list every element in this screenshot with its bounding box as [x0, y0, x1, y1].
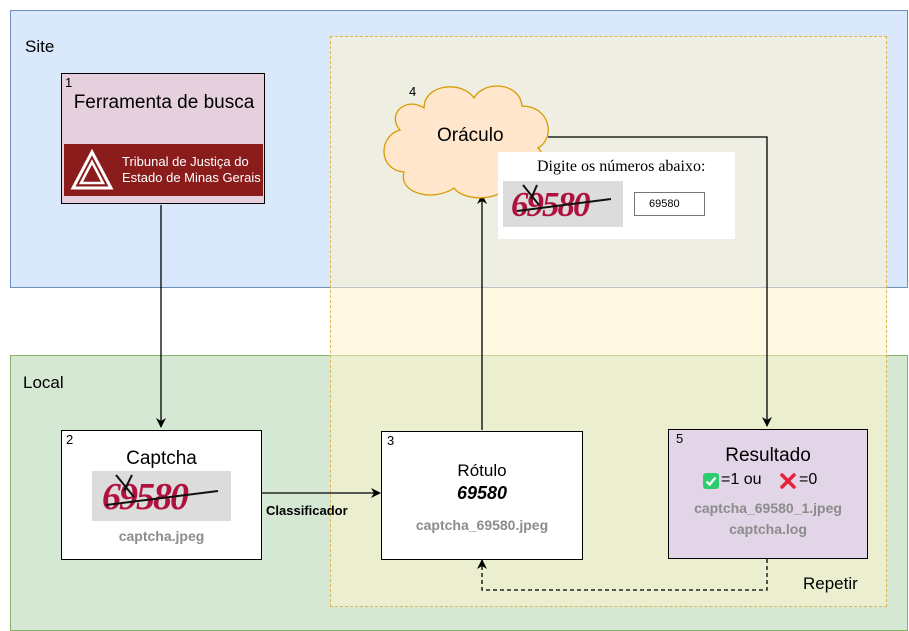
edge-label-classifier: Classificador	[266, 503, 348, 518]
node-captcha: 2 Captcha 69580 captcha.jpeg	[61, 430, 262, 560]
local-label: Local	[23, 373, 64, 392]
tj-triangle-icon	[70, 149, 114, 190]
captcha-file: captcha.jpeg	[118, 528, 205, 544]
tj-logo-text: Tribunal de Justiça do Estado de Minas G…	[122, 154, 261, 186]
node-title: Ferramenta de busca	[73, 92, 255, 113]
node-number: 2	[66, 432, 74, 447]
node-label: 3 Rótulo 69580 captcha_69580.jpeg	[381, 431, 583, 560]
site-label: Site	[25, 37, 55, 56]
node-number: 1	[65, 75, 73, 90]
formula-cross-text: =0	[799, 471, 818, 488]
node-result: 5 Resultado =1 ou =0 captcha_69580_1.jpe…	[668, 429, 868, 559]
captcha-image-text: 69580	[511, 185, 590, 224]
cross-icon	[780, 473, 796, 489]
captcha-strike-icon	[105, 474, 219, 506]
result-file-log: captcha.log	[729, 521, 807, 537]
captcha-image: 69580	[92, 471, 231, 521]
tj-logo: Tribunal de Justiça do Estado de Minas G…	[64, 144, 263, 196]
node-title: Resultado	[725, 445, 811, 466]
edge-repeat	[477, 559, 768, 591]
oracle-title: Oráculo	[437, 125, 504, 146]
label-value: 69580	[456, 483, 508, 503]
node-number: 5	[676, 431, 684, 446]
label-file: captcha_69580.jpeg	[415, 517, 549, 533]
result-file-image: captcha_69580_1.jpeg	[694, 500, 842, 516]
oracle-captcha-form: Digite os números abaixo: 69580 69580	[498, 152, 735, 239]
edge-oracle-to-result	[548, 136, 772, 427]
result-formula: =1 ou =0	[703, 471, 853, 491]
repeat-label: Repetir	[803, 574, 858, 593]
tj-logo-line1: Tribunal de Justiça do	[122, 154, 249, 169]
form-label: Digite os números abaixo:	[537, 158, 706, 175]
node-number: 3	[387, 433, 395, 448]
captcha-answer-input[interactable]: 69580	[634, 192, 705, 216]
captcha-strike-icon	[516, 184, 612, 212]
node-title: Rótulo	[457, 461, 507, 480]
oracle-number: 4	[409, 84, 417, 99]
formula-check-text: =1 ou	[721, 471, 762, 488]
check-icon	[703, 473, 719, 489]
oracle-captcha-image: 69580	[503, 181, 623, 227]
node-title: Captcha	[126, 448, 197, 469]
tj-logo-line2: Estado de Minas Gerais	[122, 170, 261, 185]
